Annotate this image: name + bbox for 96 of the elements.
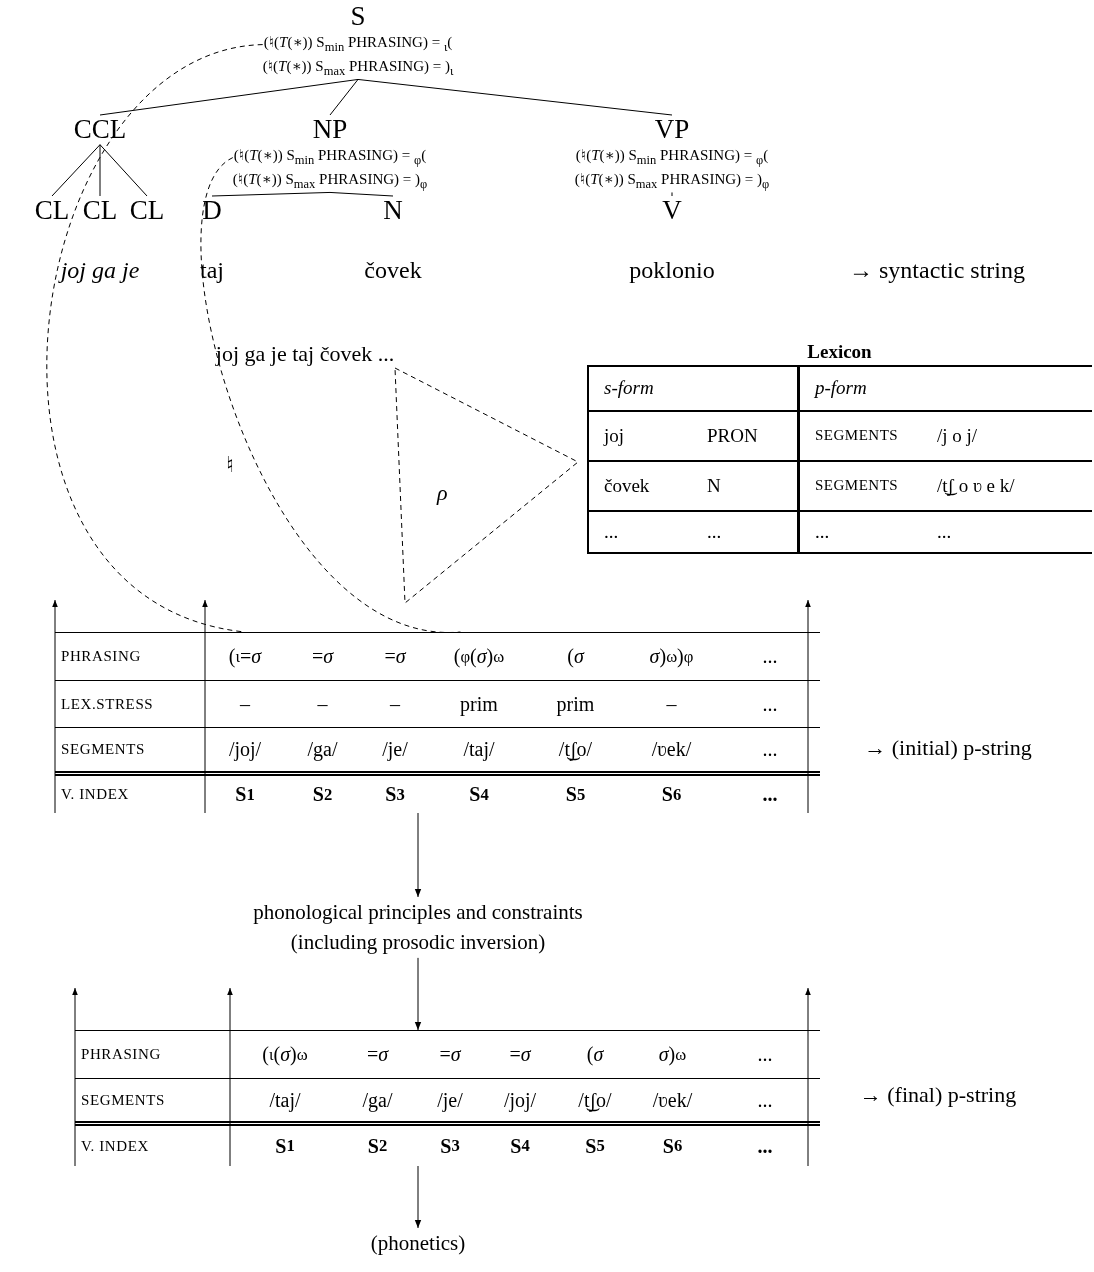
table-title: Lexicon	[807, 340, 872, 364]
tree-branch	[99, 78, 359, 116]
table-cell: s-form	[589, 366, 797, 412]
word-string: joj ga je taj čovek ...	[215, 340, 395, 368]
phrasing-annotation: (♮(T(∗)) S$_{min}$ PHRASING) = $_{ι}$(	[263, 32, 453, 56]
phrasing-annotation: (♮(T(∗)) S$_{max}$ PHRASING) = )$_{φ}$	[574, 169, 770, 193]
table-cell: –	[360, 681, 430, 728]
text-label: taj	[200, 256, 224, 285]
text-label: joj ga je	[60, 256, 140, 285]
table-cell: čovek	[589, 461, 692, 512]
text-label: čovek	[364, 256, 422, 285]
category-label: N	[383, 196, 403, 226]
table-cell: /j o j/	[932, 411, 1092, 462]
category-label: CL	[82, 196, 118, 226]
row-header: V. INDEX	[80, 1136, 150, 1156]
table-cell: =σ	[340, 1031, 415, 1079]
table-cell: joj	[589, 411, 692, 462]
dashed-connector	[47, 44, 264, 633]
table-cell: prim	[430, 681, 528, 728]
tree-branch	[211, 191, 331, 197]
dashed-connector	[200, 157, 461, 633]
category-label: CCL	[73, 115, 127, 145]
tree-branch	[329, 78, 359, 116]
table-cell-text: ...	[761, 782, 779, 807]
category-label: CL	[34, 196, 70, 226]
table-cell: PRON	[692, 411, 797, 462]
category-label: NP	[312, 115, 348, 145]
table-cell: =σ	[415, 1031, 485, 1079]
arrow	[414, 957, 422, 1031]
table-cell: /ga/	[285, 728, 360, 776]
table-cell: ...	[720, 728, 820, 776]
table-cell: –	[205, 681, 285, 728]
tree-branch	[51, 144, 101, 197]
table-cell: N	[692, 461, 797, 512]
table-cell: /joj/	[485, 1079, 555, 1126]
table-cell: p-form	[797, 366, 1092, 412]
table-cell: ...	[720, 633, 820, 681]
tree-branch	[329, 191, 394, 197]
symbol-label: ρ	[437, 480, 448, 506]
arrow	[414, 812, 422, 898]
table-cell: =σ	[360, 633, 430, 681]
table-cell: /je/	[360, 728, 430, 776]
table-cell: SEGMENTS	[797, 461, 932, 512]
row-header: PHRASING	[55, 633, 205, 681]
phrasing-annotation: (♮(T(∗)) S$_{min}$ PHRASING) = $_{φ}$(	[575, 145, 769, 169]
category-label: D	[202, 196, 222, 226]
table-cell: –	[285, 681, 360, 728]
row-header: LEX.STRESS	[55, 681, 205, 728]
table-cell: /ga/	[340, 1079, 415, 1126]
tree-branch	[357, 78, 673, 116]
text-label: poklonio	[629, 256, 715, 285]
table-cell: ...	[710, 1031, 820, 1079]
arrow	[414, 1165, 422, 1229]
table-cell: –	[623, 681, 720, 728]
category-label: V	[662, 196, 682, 226]
tree-branch	[99, 144, 101, 197]
natural-sign: ♮	[226, 452, 234, 479]
table-cell: /t͜ʃo/	[555, 1079, 635, 1126]
row-header: SEGMENTS	[55, 728, 205, 776]
tree-branch	[99, 144, 148, 197]
row-header: SEGMENTS	[75, 1079, 230, 1126]
tree-branch	[671, 191, 673, 197]
table-cell-text: ...	[756, 1133, 774, 1159]
table-cell-text: ...	[603, 519, 620, 544]
row-header: V. INDEX	[60, 785, 130, 804]
text-label: → syntactic string	[849, 256, 1025, 285]
table-cell: /taj/	[430, 728, 528, 776]
phrasing-annotation: (♮(T(∗)) S$_{min}$ PHRASING) = $_{φ}$(	[233, 145, 427, 169]
table-cell: ...	[710, 1079, 820, 1126]
category-label: CL	[129, 196, 165, 226]
table-cell: SEGMENTS	[797, 411, 932, 462]
output-label: (phonetics)	[370, 1230, 466, 1257]
table-cell-text: ...	[706, 519, 723, 544]
table-cell: /ʋek/	[635, 1079, 710, 1126]
phrasing-annotation: (♮(T(∗)) S$_{max}$ PHRASING) = )$_{ι}$	[262, 56, 454, 80]
category-label: S	[350, 2, 366, 32]
phrasing-annotation: (♮(T(∗)) S$_{max}$ PHRASING) = )$_{φ}$	[232, 169, 428, 193]
table-cell: /je/	[415, 1079, 485, 1126]
table-cell: (σ	[528, 633, 623, 681]
table-cell: prim	[528, 681, 623, 728]
table-cell: =σ	[485, 1031, 555, 1079]
text-label: → (initial) p-string	[864, 735, 1032, 762]
table-cell: ...	[720, 681, 820, 728]
category-label: VP	[654, 115, 690, 145]
process-note: phonological principles and constraints (including prosodic inversion)	[252, 899, 584, 957]
table-cell: (σ	[555, 1031, 635, 1079]
table-cell: /t͜ʃ o ʋ e k/	[932, 461, 1092, 512]
table-cell: /joj/	[205, 728, 285, 776]
table-cell: /t͜ʃo/	[528, 728, 623, 776]
text-label: → (final) p-string	[859, 1082, 1017, 1109]
row-header: PHRASING	[75, 1031, 230, 1079]
table-cell: =σ	[285, 633, 360, 681]
table-cell: /ʋek/	[623, 728, 720, 776]
table-cell: /taj/	[230, 1079, 340, 1126]
table-cell: ...	[797, 511, 932, 552]
table-cell-text: ...	[936, 519, 953, 544]
